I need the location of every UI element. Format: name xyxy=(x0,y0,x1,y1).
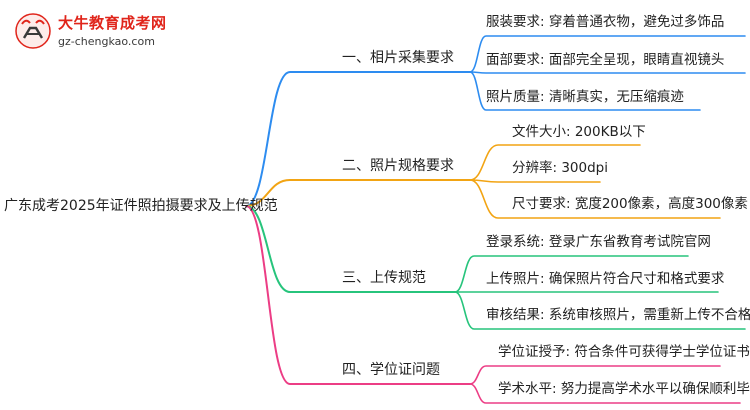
leaf-connector-2-1 xyxy=(469,144,641,181)
branch-connector-4 xyxy=(245,205,471,385)
leaf-review-result: 审核结果: 系统审核照片，需重新上传不合格照片 xyxy=(486,307,750,323)
leaf-connector-1-3 xyxy=(469,71,701,111)
leaf-degree-award: 学位证授予: 符合条件可获得学士学位证书 xyxy=(498,344,750,360)
branch-connector-1 xyxy=(245,71,471,207)
leaf-connector-4-1 xyxy=(469,365,721,385)
leaf-clothing: 服装要求: 穿着普通衣物，避免过多饰品 xyxy=(486,14,725,30)
logo-url: gz-chengkao.com xyxy=(58,35,155,48)
bull-logo-icon xyxy=(15,13,51,49)
logo-title: 大牛教育成考网 xyxy=(58,14,167,32)
branch-photo-specs: 二、照片规格要求 xyxy=(342,158,454,174)
site-logo: 大牛教育成考网 gz-chengkao.com xyxy=(14,10,204,56)
leaf-connector-1-2 xyxy=(469,71,746,74)
leaf-connector-3-3 xyxy=(454,291,746,330)
leaf-dimensions: 尺寸要求: 宽度200像素，高度300像素 xyxy=(512,196,748,212)
branch-photo-collection: 一、相片采集要求 xyxy=(342,50,454,66)
leaf-upload-photo: 上传照片: 确保照片符合尺寸和格式要求 xyxy=(486,271,725,287)
leaf-connector-2-3 xyxy=(469,179,721,219)
leaf-file-size: 文件大小: 200KB以下 xyxy=(512,124,646,140)
leaf-resolution: 分辨率: 300dpi xyxy=(512,160,608,176)
branch-connector-3 xyxy=(245,205,456,293)
leaf-connector-1-1 xyxy=(469,35,746,73)
root-node: 广东成考2025年证件照拍摄要求及上传规范 xyxy=(4,198,278,214)
leaf-login: 登录系统: 登录广东省教育考试院官网 xyxy=(486,234,711,250)
branch-degree-issues: 四、学位证问题 xyxy=(342,362,440,378)
leaf-connector-3-1 xyxy=(454,255,689,293)
branch-upload-rules: 三、上传规范 xyxy=(342,270,426,286)
leaf-connector-2-2 xyxy=(469,179,601,183)
leaf-academic-level: 学术水平: 努力提高学术水平以确保顺利毕业 xyxy=(498,381,750,397)
leaf-connector-4-2 xyxy=(469,383,741,404)
leaf-face: 面部要求: 面部完全呈现，眼睛直视镜头 xyxy=(486,52,725,68)
leaf-quality: 照片质量: 清晰真实，无压缩痕迹 xyxy=(486,89,684,105)
branch-connector-2 xyxy=(245,179,471,207)
